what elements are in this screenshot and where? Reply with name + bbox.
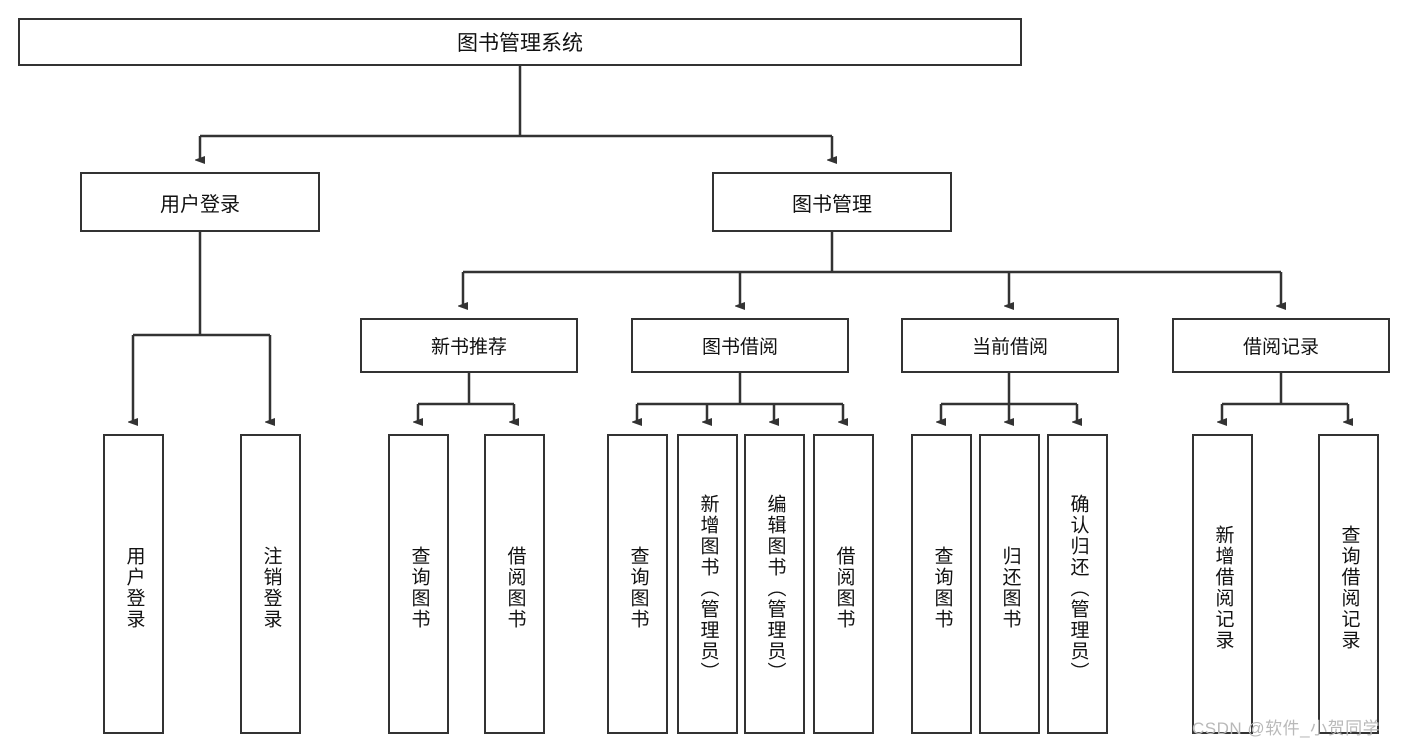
node-current-borrow[interactable]: 当前借阅 <box>901 318 1119 373</box>
node-book-management[interactable]: 图书管理 <box>712 172 952 232</box>
node-borrow-record-label: 借阅记录 <box>1242 337 1319 358</box>
node-book-borrow-label: 图书借阅 <box>701 337 778 358</box>
node-book-management-label: 图书管理 <box>792 193 872 216</box>
leaf-book-borrow-query[interactable]: 查询图书 <box>607 434 668 734</box>
leaf-new-book-borrow-label: 借阅图书 <box>504 546 526 630</box>
node-user-login[interactable]: 用户登录 <box>80 172 320 232</box>
leaf-borrow-record-add-label: 新增借阅记录 <box>1212 525 1234 651</box>
watermark: CSDN @软件_小贺同学 <box>1192 719 1381 738</box>
leaf-book-borrow-query-label: 查询图书 <box>627 546 649 630</box>
node-book-borrow[interactable]: 图书借阅 <box>631 318 849 373</box>
leaf-current-borrow-query[interactable]: 查询图书 <box>911 434 972 734</box>
leaf-book-borrow-borrow-label: 借阅图书 <box>833 546 855 630</box>
leaf-current-borrow-return-label: 归还图书 <box>999 546 1021 630</box>
node-borrow-record[interactable]: 借阅记录 <box>1172 318 1390 373</box>
leaf-user-login-login[interactable]: 用户登录 <box>103 434 164 734</box>
leaf-new-book-query[interactable]: 查询图书 <box>388 434 449 734</box>
leaf-current-borrow-return[interactable]: 归还图书 <box>979 434 1040 734</box>
leaf-current-borrow-query-label: 查询图书 <box>931 546 953 630</box>
node-current-borrow-label: 当前借阅 <box>971 337 1048 358</box>
leaf-book-borrow-add[interactable]: 新增图书（管理员） <box>677 434 738 734</box>
leaf-book-borrow-edit[interactable]: 编辑图书（管理员） <box>744 434 805 734</box>
leaf-new-book-borrow[interactable]: 借阅图书 <box>484 434 545 734</box>
node-root-label: 图书管理系统 <box>457 32 583 55</box>
node-new-book-recommend[interactable]: 新书推荐 <box>360 318 578 373</box>
leaf-book-borrow-add-label: 新增图书（管理员） <box>697 493 719 683</box>
leaf-current-borrow-confirm-return[interactable]: 确认归还（管理员） <box>1047 434 1108 734</box>
node-root[interactable]: 图书管理系统 <box>18 18 1022 66</box>
leaf-user-login-login-label: 用户登录 <box>123 546 145 630</box>
leaf-borrow-record-add[interactable]: 新增借阅记录 <box>1192 434 1253 734</box>
leaf-borrow-record-query-label: 查询借阅记录 <box>1338 525 1360 651</box>
leaf-current-borrow-confirm-return-label: 确认归还（管理员） <box>1067 493 1089 683</box>
leaf-user-login-logout[interactable]: 注销登录 <box>240 434 301 734</box>
leaf-user-login-logout-label: 注销登录 <box>260 546 282 630</box>
node-new-book-recommend-label: 新书推荐 <box>430 337 507 358</box>
node-user-login-label: 用户登录 <box>160 193 240 216</box>
leaf-new-book-query-label: 查询图书 <box>408 546 430 630</box>
leaf-borrow-record-query[interactable]: 查询借阅记录 <box>1318 434 1379 734</box>
leaf-book-borrow-borrow[interactable]: 借阅图书 <box>813 434 874 734</box>
leaf-book-borrow-edit-label: 编辑图书（管理员） <box>764 493 786 683</box>
